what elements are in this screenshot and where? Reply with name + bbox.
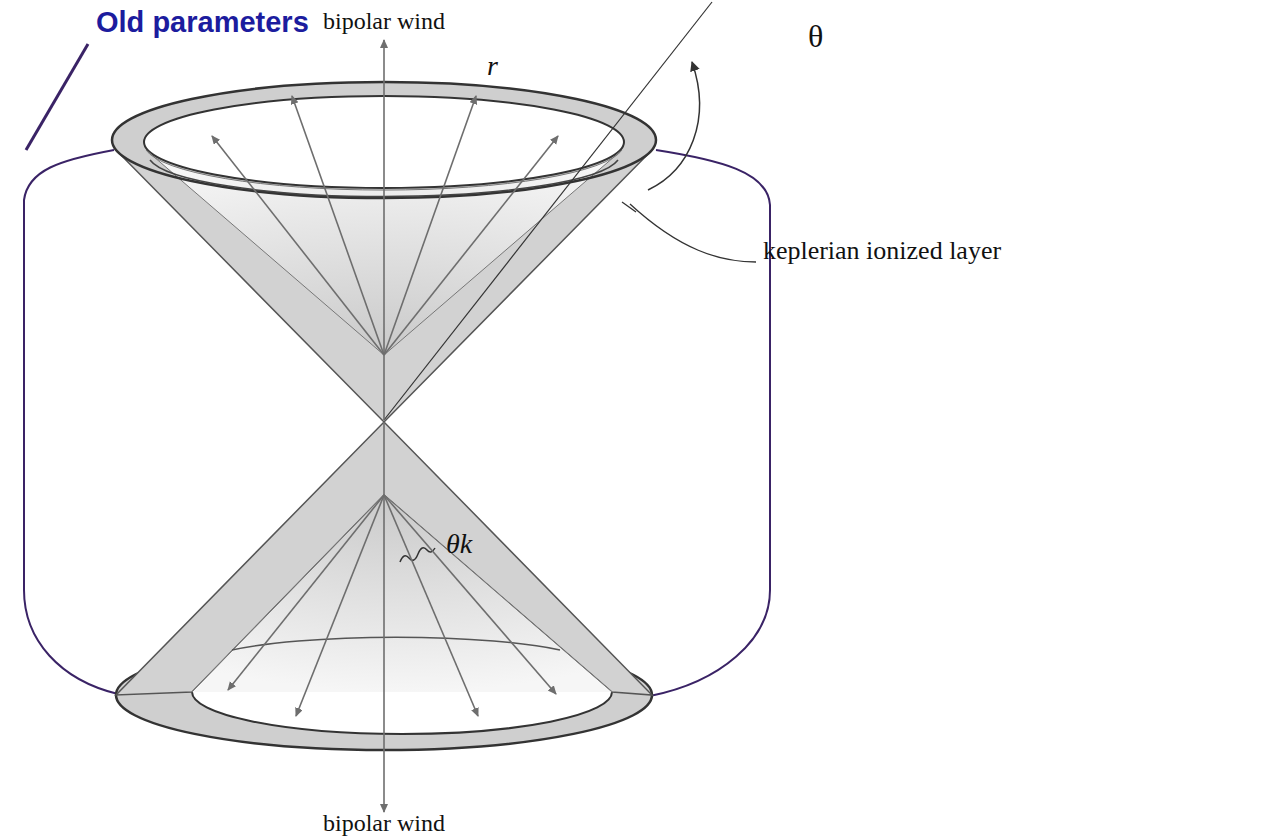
layer-label: keplerian ionized layer bbox=[762, 236, 1002, 266]
callout-title: Old parameters bbox=[96, 6, 309, 39]
leader-line bbox=[630, 204, 756, 262]
wind-arrows bbox=[212, 40, 558, 420]
leader-squiggle bbox=[400, 548, 435, 562]
wind-label: bipolar wind bbox=[323, 810, 445, 838]
inner-cone bbox=[192, 495, 612, 692]
radius-line bbox=[384, 2, 712, 420]
angle-label: θ bbox=[808, 18, 823, 55]
angle-label: θk bbox=[446, 528, 472, 560]
callout-line bbox=[26, 44, 88, 150]
bracket bbox=[24, 150, 118, 694]
cone-rim bbox=[232, 637, 560, 650]
wind-arrows bbox=[228, 422, 556, 812]
leader-tick bbox=[622, 202, 636, 212]
radius-label: r bbox=[487, 50, 498, 82]
wind-label: bipolar wind bbox=[323, 8, 445, 36]
bracket bbox=[650, 150, 770, 696]
angle-arc bbox=[648, 62, 699, 190]
